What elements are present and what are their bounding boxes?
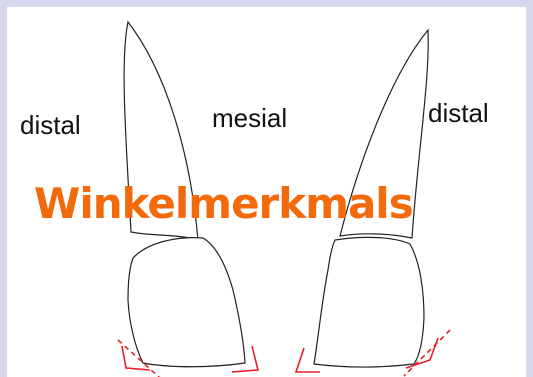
label-distal-right: distal xyxy=(428,100,489,126)
right-tooth-crown xyxy=(314,237,424,367)
diagram-title: Winkelmerkmals xyxy=(34,183,413,225)
left-tooth-crown xyxy=(128,238,245,367)
label-distal-left: distal xyxy=(20,112,81,138)
label-mesial: mesial xyxy=(212,105,287,131)
